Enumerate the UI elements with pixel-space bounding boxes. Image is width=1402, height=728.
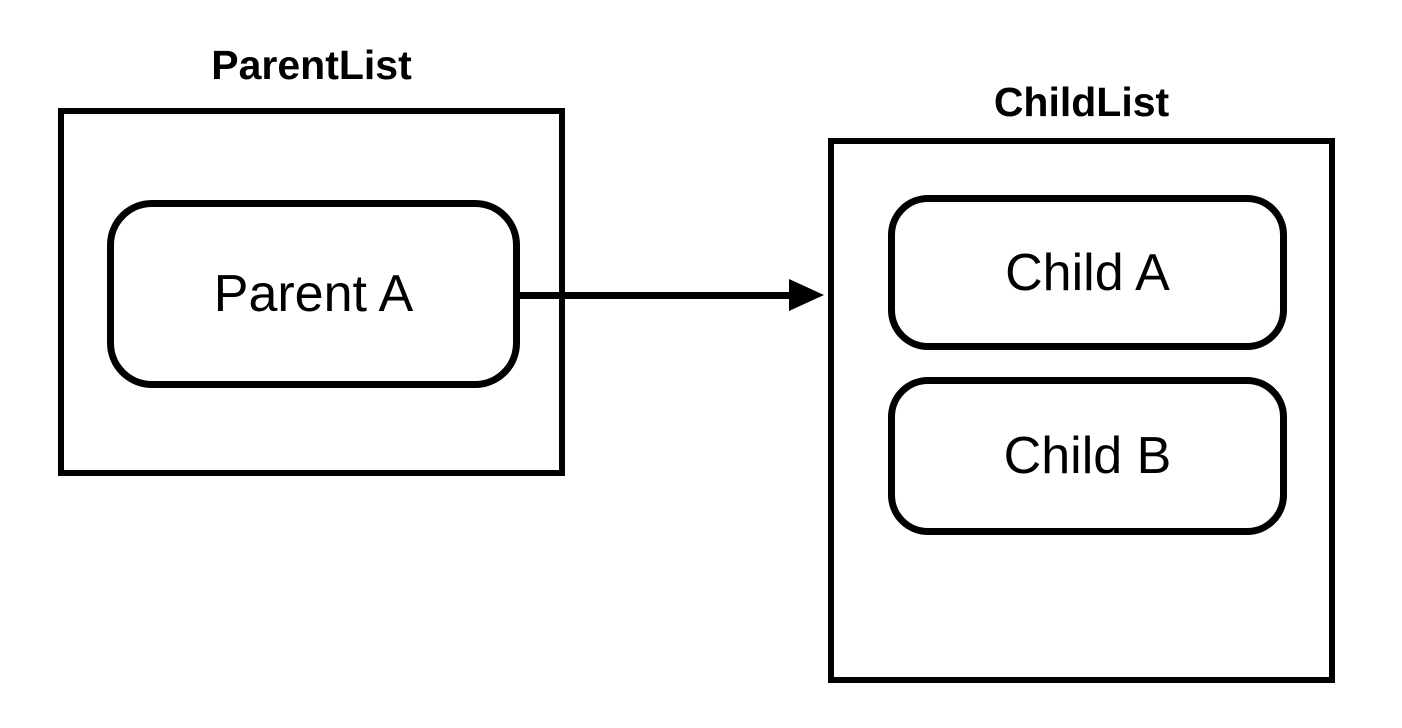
node-child-a-label: Child A <box>1005 243 1170 302</box>
node-parent-a-label: Parent A <box>213 265 414 323</box>
node-child-b-label: Child B <box>1003 427 1172 485</box>
node-parent-a: Parent A <box>107 200 520 388</box>
parentlist-title: ParentList <box>211 42 412 88</box>
childlist-title: ChildList <box>993 79 1170 125</box>
arrowhead-right-icon <box>789 279 824 311</box>
node-child-b: Child B <box>888 377 1287 535</box>
arrow-parent-a-to-childlist-line <box>520 292 792 299</box>
node-child-a: Child A <box>888 195 1287 350</box>
